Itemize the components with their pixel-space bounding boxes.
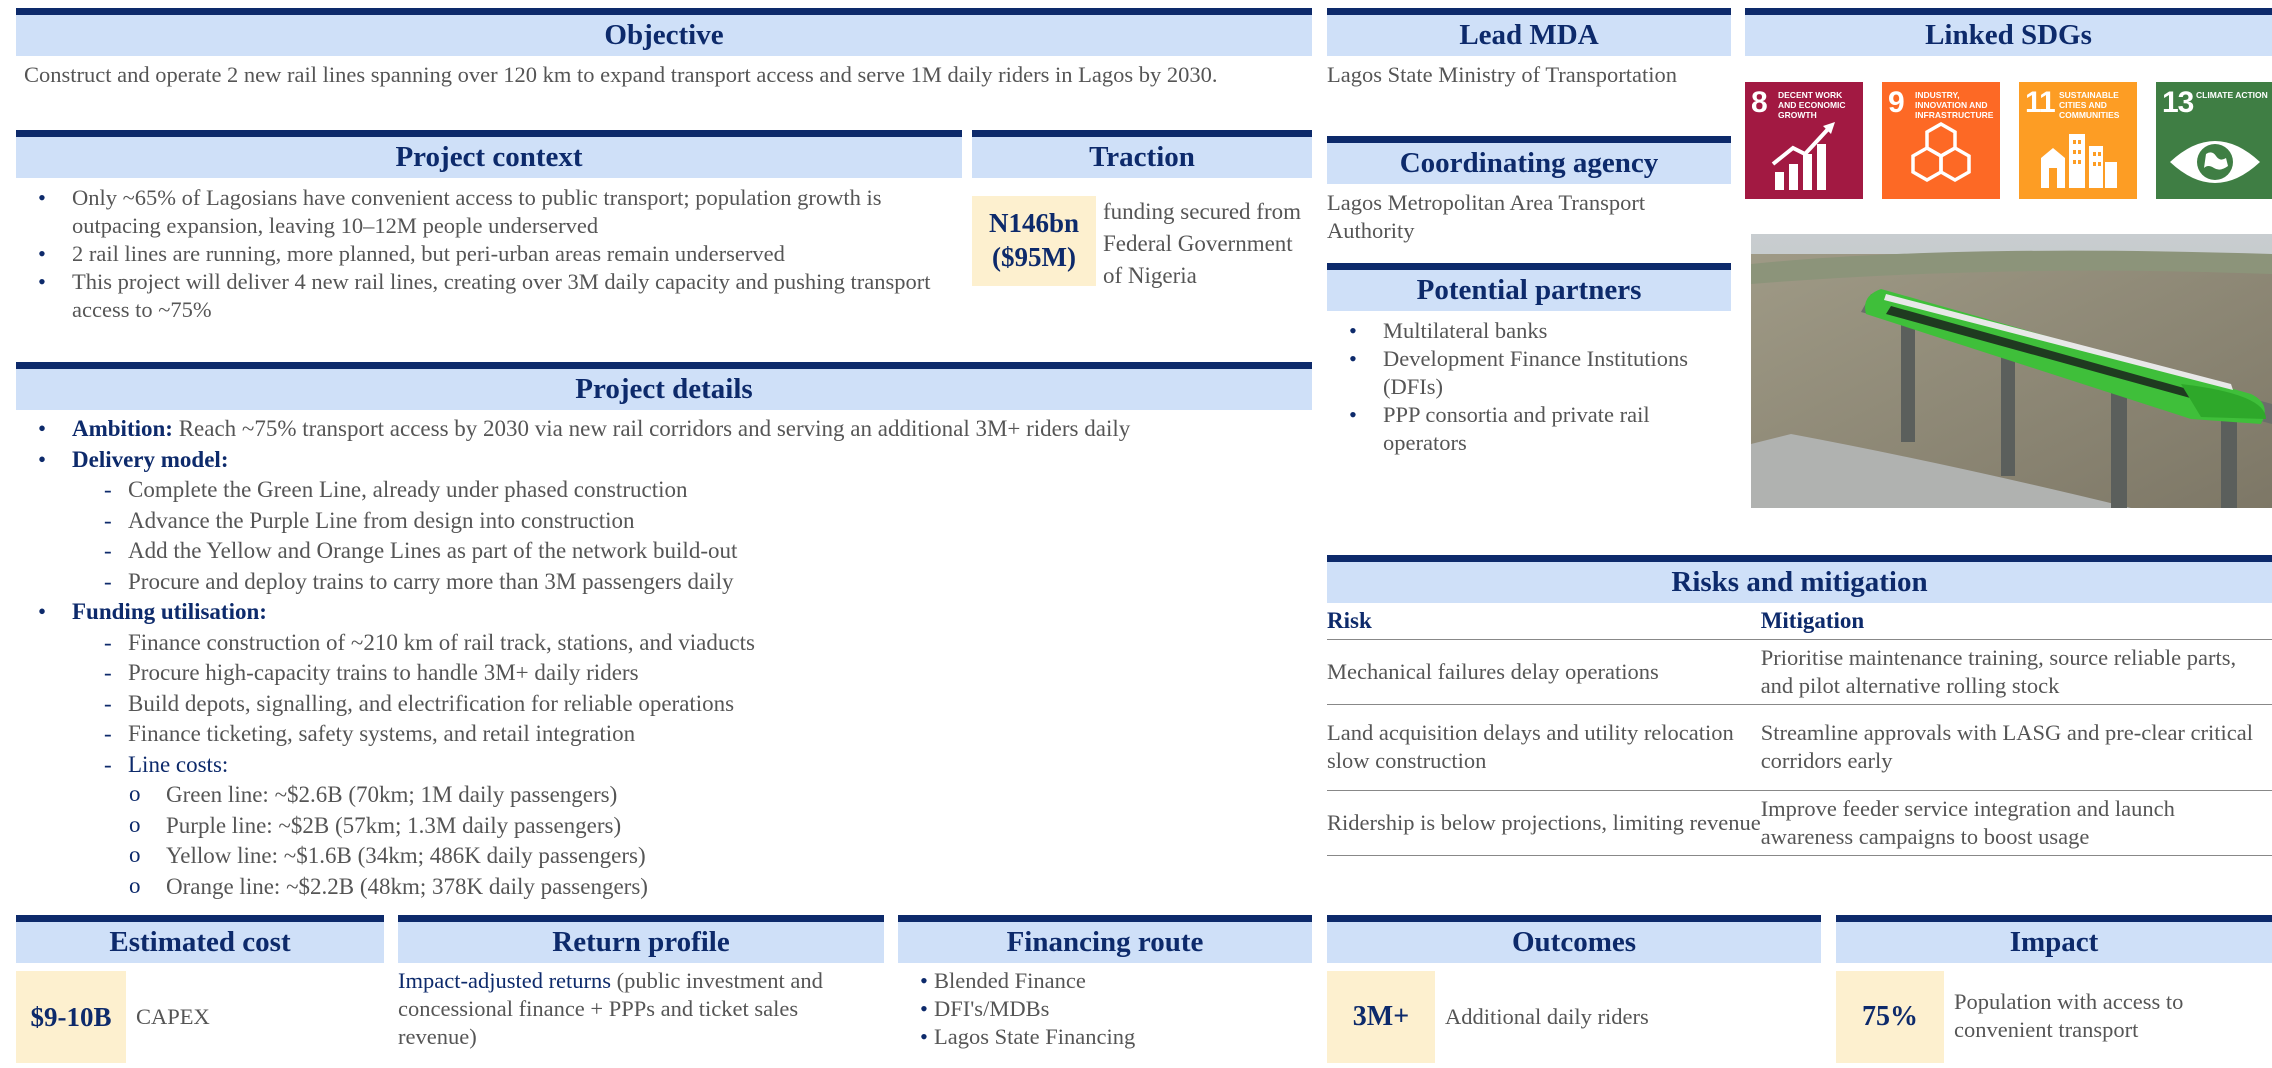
return-profile-text: Impact-adjusted returns (public investme… [398,968,823,1049]
objective-section: Objective Construct and operate 2 new ra… [16,8,1312,89]
list-item: Lagos State Financing [898,1023,1312,1051]
list-item: Finance construction of ~210 km of rail … [16,628,1312,659]
outcomes-header: Outcomes [1327,915,1821,963]
train-photo [1751,234,2272,508]
financing-route-header: Financing route [898,915,1312,963]
list-item: Green line: ~$2.6B (70km; 1M daily passe… [16,779,1312,811]
funding-utilisation-item: Funding utilisation: [16,597,1312,628]
list-item: 2 rail lines are running, more planned, … [16,240,952,268]
list-item: Complete the Green Line, already under p… [16,475,1312,506]
delivery-model-item: Delivery model: [16,445,1312,476]
high-speed-train-photo [1751,234,2272,508]
risk-column-header: Risk [1327,603,1761,640]
potential-partners-section: Potential partners Multilateral banks De… [1327,263,1731,457]
list-item: Blended Finance [898,967,1312,995]
financing-route-section: Financing route Blended Finance DFI's/MD… [898,915,1312,1051]
list-item: Procure and deploy trains to carry more … [16,567,1312,598]
outcomes-section: Outcomes 3M+ Additional daily riders [1327,915,1821,1065]
traction-stat: N146bn ($95M) [972,196,1096,286]
estimated-cost-header: Estimated cost [16,915,384,963]
objective-header: Objective [16,8,1312,56]
list-item: This project will deliver 4 new rail lin… [16,268,952,324]
eye-globe-icon [2170,141,2260,183]
financing-route-list: Blended Finance DFI's/MDBs Lagos State F… [898,963,1312,1051]
project-context-header: Project context [16,130,962,178]
coordinating-agency-text: Lagos Metropolitan Area Transport Author… [1327,190,1646,243]
return-profile-header: Return profile [398,915,884,963]
impact-stat: 75% [1836,971,1944,1063]
list-item: Only ~65% of Lagosians have convenient a… [16,184,952,240]
linked-sdgs-header: Linked SDGs [1745,8,2272,56]
list-item: Add the Yellow and Orange Lines as part … [16,536,1312,567]
list-item: DFI's/MDBs [898,995,1312,1023]
project-details-section: Project details Ambition: Reach ~75% tra… [16,362,1312,902]
line-costs-label: Line costs: [16,750,1312,781]
growth-chart-icon [1771,122,1835,190]
sdg-8-tile: 8 DECENT WORK AND ECONOMIC GROWTH [1745,82,1863,199]
potential-partners-list: Multilateral banks Development Finance I… [1327,311,1731,457]
lead-mda-text: Lagos State Ministry of Transportation [1327,62,1677,87]
coordinating-agency-section: Coordinating agency Lagos Metropolitan A… [1327,136,1731,245]
list-item: Purple line: ~$2B (57km; 1.3M daily pass… [16,810,1312,842]
list-item: Multilateral banks [1327,317,1711,345]
traction-text: funding secured from Federal Government … [1103,199,1301,288]
impact-text: Population with access to convenient tra… [1954,989,2184,1042]
sdg-9-tile: 9 INDUSTRY, INNOVATION AND INFRASTRUCTUR… [1882,82,2000,199]
sdg-11-tile: 11 SUSTAINABLE CITIES AND COMMUNITIES [2019,82,2137,199]
table-row: Mechanical failures delay operations Pri… [1327,639,2272,705]
risks-section: Risks and mitigation Risk Mitigation Mec… [1327,555,2272,856]
project-context-list: Only ~65% of Lagosians have convenient a… [16,178,962,324]
impact-section: Impact 75% Population with access to con… [1836,915,2272,1065]
list-item: PPP consortia and private rail operators [1327,401,1711,457]
lead-mda-header: Lead MDA [1327,8,1731,56]
project-context-section: Project context Only ~65% of Lagosians h… [16,130,962,324]
traction-header: Traction [972,130,1312,178]
impact-header: Impact [1836,915,2272,963]
outcomes-stat: 3M+ [1327,971,1435,1063]
sdg-13-tile: 13 CLIMATE ACTION [2156,82,2272,199]
cubes-icon [1911,121,1971,183]
risks-table: Risk Mitigation Mechanical failures dela… [1327,603,2272,856]
coordinating-agency-header: Coordinating agency [1327,136,1731,184]
table-row: Ridership is below projections, limiting… [1327,790,2272,856]
outcomes-text: Additional daily riders [1445,1004,1649,1029]
estimated-cost-stat: $9-10B [16,971,126,1063]
lead-mda-section: Lead MDA Lagos State Ministry of Transpo… [1327,8,1731,89]
project-details-header: Project details [16,362,1312,410]
return-profile-section: Return profile Impact-adjusted returns (… [398,915,884,1051]
list-item: Finance ticketing, safety systems, and r… [16,719,1312,750]
ambition-item: Ambition: Reach ~75% transport access by… [16,414,1312,445]
linked-sdgs-section: Linked SDGs 8 DECENT WORK AND ECONOMIC G… [1745,8,2272,203]
list-item: Development Finance Institutions (DFIs) [1327,345,1711,401]
estimated-cost-section: Estimated cost $9-10B CAPEX [16,915,384,1065]
objective-text: Construct and operate 2 new rail lines s… [24,62,1218,87]
potential-partners-header: Potential partners [1327,263,1731,311]
estimated-cost-text: CAPEX [136,1004,210,1029]
list-item: Procure high-capacity trains to handle 3… [16,658,1312,689]
list-item: Advance the Purple Line from design into… [16,506,1312,537]
list-item: Yellow line: ~$1.6B (34km; 486K daily pa… [16,840,1312,872]
project-details-body: Ambition: Reach ~75% transport access by… [16,410,1312,902]
traction-section: Traction N146bn ($95M) funding secured f… [972,130,1312,330]
table-row: Land acquisition delays and utility relo… [1327,704,2272,791]
city-icon [2041,134,2117,188]
risks-header: Risks and mitigation [1327,555,2272,603]
table-header-row: Risk Mitigation [1327,603,2272,640]
list-item: Orange line: ~$2.2B (48km; 378K daily pa… [16,871,1312,903]
list-item: Build depots, signalling, and electrific… [16,689,1312,720]
mitigation-column-header: Mitigation [1760,603,2272,640]
